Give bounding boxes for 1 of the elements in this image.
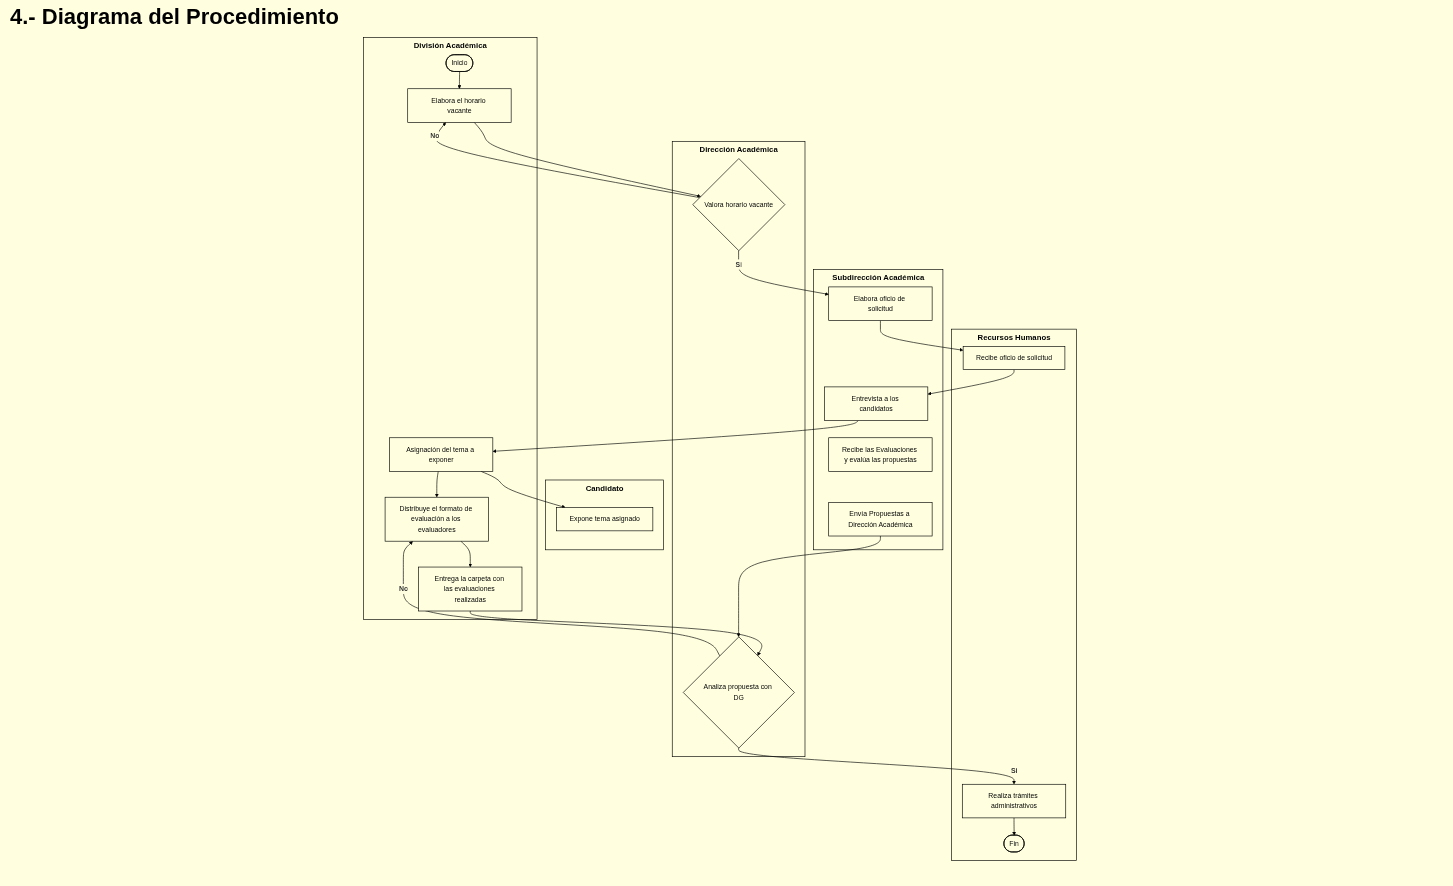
diagram-title: 4.- Diagrama del Procedimiento [10, 4, 340, 30]
